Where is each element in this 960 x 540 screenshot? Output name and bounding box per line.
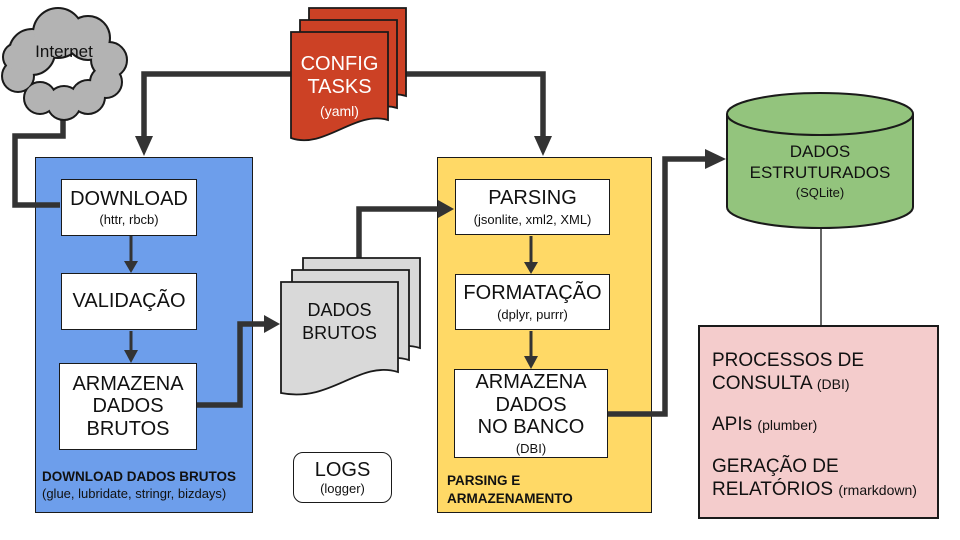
parsing-group-caption-line1: PARSING E bbox=[447, 473, 521, 488]
armazena-line2: DADOS bbox=[92, 395, 164, 418]
internet-label: Internet bbox=[35, 42, 93, 61]
config-sub: (yaml) bbox=[320, 102, 359, 119]
config-line2: TASKS bbox=[307, 75, 372, 98]
armazena-banco-line2: DADOS bbox=[495, 393, 567, 416]
relatorios-sub: (rmarkdown) bbox=[838, 481, 917, 498]
internet-cloud bbox=[1, 7, 128, 121]
download-step-title: DOWNLOAD bbox=[70, 187, 188, 210]
armazena-banco-sub: (DBI) bbox=[515, 440, 547, 456]
arrowhead-into-dados-brutos bbox=[264, 315, 280, 333]
processos-line1: PROCESSOS DE bbox=[712, 350, 865, 371]
config-line1: CONFIG bbox=[300, 53, 379, 75]
logs-sub: (logger) bbox=[320, 481, 365, 497]
download-group-caption-title: DOWNLOAD DADOS BRUTOS bbox=[42, 469, 236, 484]
formatacao-step-box: FORMATAÇÃO (dplyr, purrr) bbox=[455, 274, 610, 330]
download-group-caption-sub: (glue, lubridate, stringr, bizdays) bbox=[42, 485, 227, 501]
outputs-box bbox=[698, 325, 939, 519]
database-title: DADOS ESTRUTURADOS bbox=[727, 141, 913, 184]
download-step-box: DOWNLOAD (httr, rbcb) bbox=[61, 179, 197, 236]
relatorios-line1: GERAÇÃO DE bbox=[712, 455, 839, 477]
dados-brutos-line1: DADOS bbox=[307, 300, 372, 320]
armazena-banco-line3: NO BANCO bbox=[477, 416, 585, 439]
validacao-step-box: VALIDAÇÃO bbox=[61, 273, 197, 330]
database-line1: DADOS bbox=[789, 142, 851, 161]
armazena-line1: ARMAZENA bbox=[72, 372, 184, 395]
logs-box: LOGS (logger) bbox=[293, 452, 392, 503]
apis-line1: APIs bbox=[712, 414, 753, 436]
apis-sub: (plumber) bbox=[757, 417, 818, 434]
parsing-group-caption: PARSING E ARMAZENAMENTO bbox=[447, 472, 573, 507]
armazena-banco-line1: ARMAZENA bbox=[475, 371, 587, 394]
arrowhead-into-database bbox=[705, 149, 726, 169]
processos-sub: (DBI) bbox=[816, 376, 850, 393]
dados-brutos-line2: BRUTOS bbox=[302, 322, 377, 343]
parsing-step-box: PARSING (jsonlite, xml2, XML) bbox=[455, 179, 610, 235]
database-line2: ESTRUTURADOS bbox=[749, 163, 891, 183]
formatacao-step-title: FORMATAÇÃO bbox=[463, 282, 602, 305]
dados-estruturados-label: DADOS ESTRUTURADOS (SQLite) bbox=[727, 141, 913, 200]
download-step-sub: (httr, rbcb) bbox=[99, 212, 159, 228]
output-item-apis: APIs (plumber) bbox=[712, 413, 928, 436]
processos-line2: CONSULTA bbox=[712, 373, 812, 395]
parsing-step-title: PARSING bbox=[488, 187, 577, 210]
relatorios-line2: RELATÓRIOS bbox=[712, 478, 834, 500]
arrowhead-into-blue-group bbox=[135, 136, 153, 156]
validacao-step-title: VALIDAÇÃO bbox=[72, 290, 186, 313]
logs-title: LOGS bbox=[314, 458, 371, 481]
armazena-line3: BRUTOS bbox=[86, 417, 170, 440]
download-group-caption: DOWNLOAD DADOS BRUTOS (glue, lubridate, … bbox=[42, 468, 236, 502]
formatacao-step-sub: (dplyr, purrr) bbox=[497, 306, 568, 322]
database-sub: (SQLite) bbox=[795, 184, 845, 200]
arrow-dados-brutos-to-parsing bbox=[356, 206, 440, 262]
parsing-step-sub: (jsonlite, xml2, XML) bbox=[473, 211, 592, 227]
parsing-group-caption-line2: ARMAZENAMENTO bbox=[447, 490, 573, 506]
arrowhead-into-yellow-group bbox=[534, 136, 552, 156]
database-cylinder-top bbox=[726, 92, 914, 136]
